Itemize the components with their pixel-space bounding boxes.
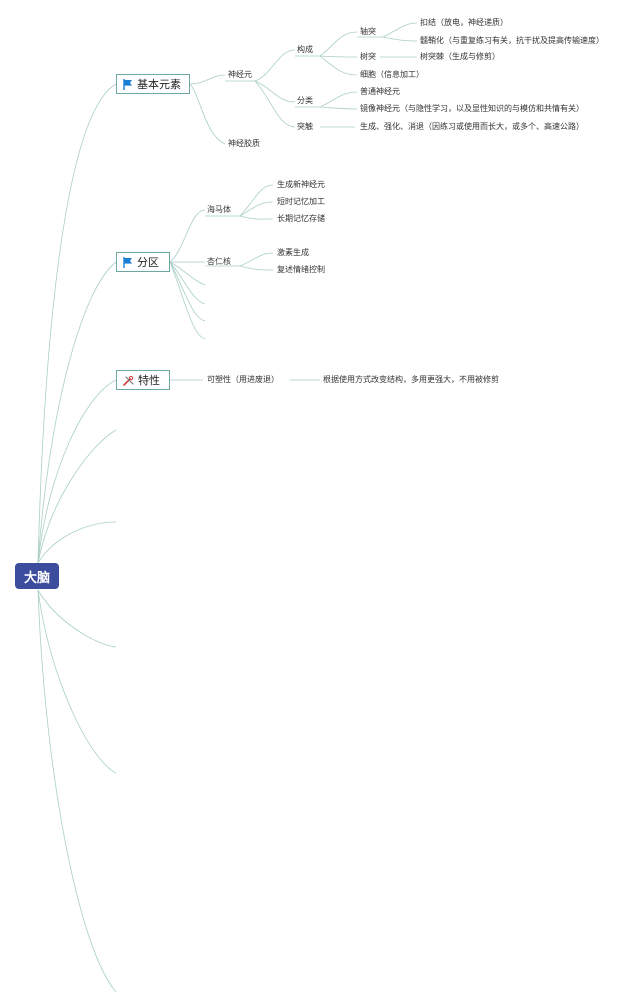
node-glia[interactable]: 神经胶质 [228,139,260,148]
blue-flag-icon [123,78,133,90]
root-node[interactable]: 大脑 [15,563,59,589]
node-amygdala[interactable]: 杏仁核 [207,257,231,266]
node-dendrite[interactable]: 树突 [360,52,376,61]
node-hormone[interactable]: 激素生成 [277,248,309,257]
node-new-neurons[interactable]: 生成新神经元 [277,180,325,189]
node-short-term-memory[interactable]: 短时记忆加工 [277,197,325,206]
node-composition[interactable]: 构成 [297,45,313,54]
node-myelination[interactable]: 髓鞘化（与重复练习有关，抗干扰及提高传输速度） [420,36,604,45]
node-plasticity[interactable]: 可塑性（用进废退） [207,375,279,384]
node-long-term-memory[interactable]: 长期记忆存储 [277,214,325,223]
topic-label: 特性 [138,374,160,387]
node-emotion-control[interactable]: 复述情绪控制 [277,265,325,274]
topic-traits[interactable]: 特性 [116,370,170,390]
topic-label: 基本元素 [137,78,181,91]
tools-icon [123,375,134,386]
node-cell-body[interactable]: 细胞（信息加工） [360,70,424,79]
node-dendritic-spine[interactable]: 树突棘（生成与修剪） [420,52,500,61]
node-mirror-neuron[interactable]: 镜像神经元（与隐性学习，以及显性知识的与模仿和共情有关） [360,104,584,113]
topic-label: 分区 [137,256,159,269]
node-plasticity-detail[interactable]: 根据使用方式改变结构，多用更强大，不用被修剪 [323,375,499,384]
root-label: 大脑 [23,570,50,586]
node-synapse-detail[interactable]: 生成、强化、消退（因练习或使用而长大，或多个、高速公路） [360,122,584,131]
blue-flag-icon [123,256,133,268]
node-synapse[interactable]: 突触 [297,122,313,131]
node-axon[interactable]: 轴突 [360,27,376,36]
node-axon-terminal[interactable]: 扣结（放电，神经递质） [420,18,508,27]
node-neuron[interactable]: 神经元 [228,70,252,79]
node-ordinary-neuron[interactable]: 普通神经元 [360,87,400,96]
topic-basic-elements[interactable]: 基本元素 [116,74,190,94]
node-classification[interactable]: 分类 [297,96,313,105]
node-hippocampus[interactable]: 海马体 [207,205,231,214]
topic-regions[interactable]: 分区 [116,252,170,272]
